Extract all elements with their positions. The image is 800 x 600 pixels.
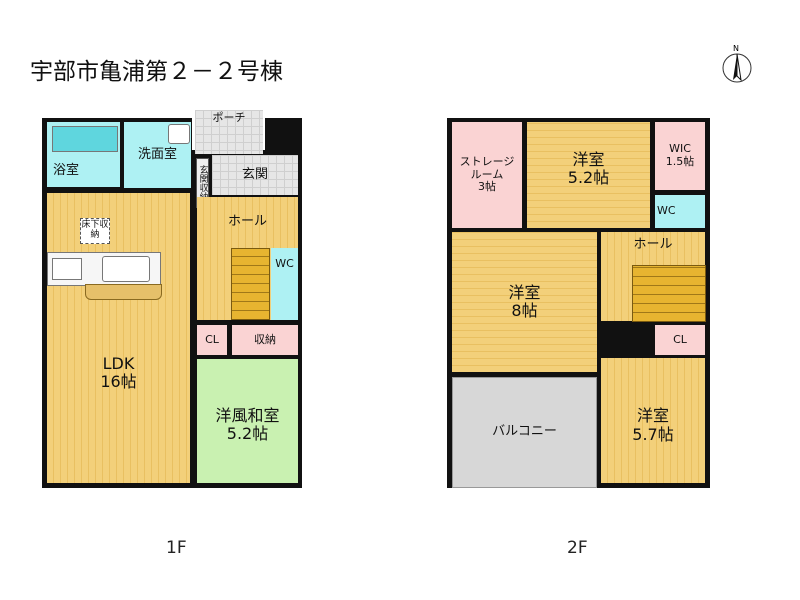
room-western-5-7: 洋室 5.7帖	[601, 358, 705, 483]
room-wc-1f: WC	[271, 248, 298, 320]
closet-1f: CL	[197, 325, 227, 355]
room-washitsu: 洋風和室 5.2帖	[197, 359, 298, 483]
underfloor-storage: 床下収納	[80, 218, 110, 244]
compass-north-label: N	[733, 44, 739, 53]
floor-label-2f: 2F	[567, 538, 588, 558]
stove-icon	[52, 258, 82, 280]
floor-label-1f: 1F	[166, 538, 187, 558]
compass-icon: N	[721, 44, 753, 86]
dining-counter	[85, 284, 162, 300]
room-porch: ポーチ	[195, 110, 263, 154]
room-storage-2f: ストレージ ルーム 3帖	[452, 122, 522, 228]
room-entrance: 玄関	[212, 155, 298, 195]
balcony: バルコニー	[452, 377, 597, 488]
storage-1f: 収納	[232, 325, 298, 355]
sink-icon	[168, 124, 190, 144]
room-western-5-2: 洋室 5.2帖	[527, 122, 650, 228]
page-title: 宇部市亀浦第２－２号棟	[30, 59, 283, 85]
entrance-storage: 玄関収納	[196, 158, 209, 208]
room-wc-2f: WC	[655, 195, 705, 228]
room-ldk: LDK 16帖	[47, 193, 190, 483]
stairs-1f[interactable]	[231, 248, 270, 320]
bathtub	[52, 126, 118, 152]
kitchen-sink	[102, 256, 150, 282]
room-wic: WIC 1.5帖	[655, 122, 705, 190]
closet-2f: CL	[655, 325, 705, 355]
room-western-8: 洋室 8帖	[452, 232, 597, 372]
stairs-2f[interactable]	[632, 265, 706, 322]
